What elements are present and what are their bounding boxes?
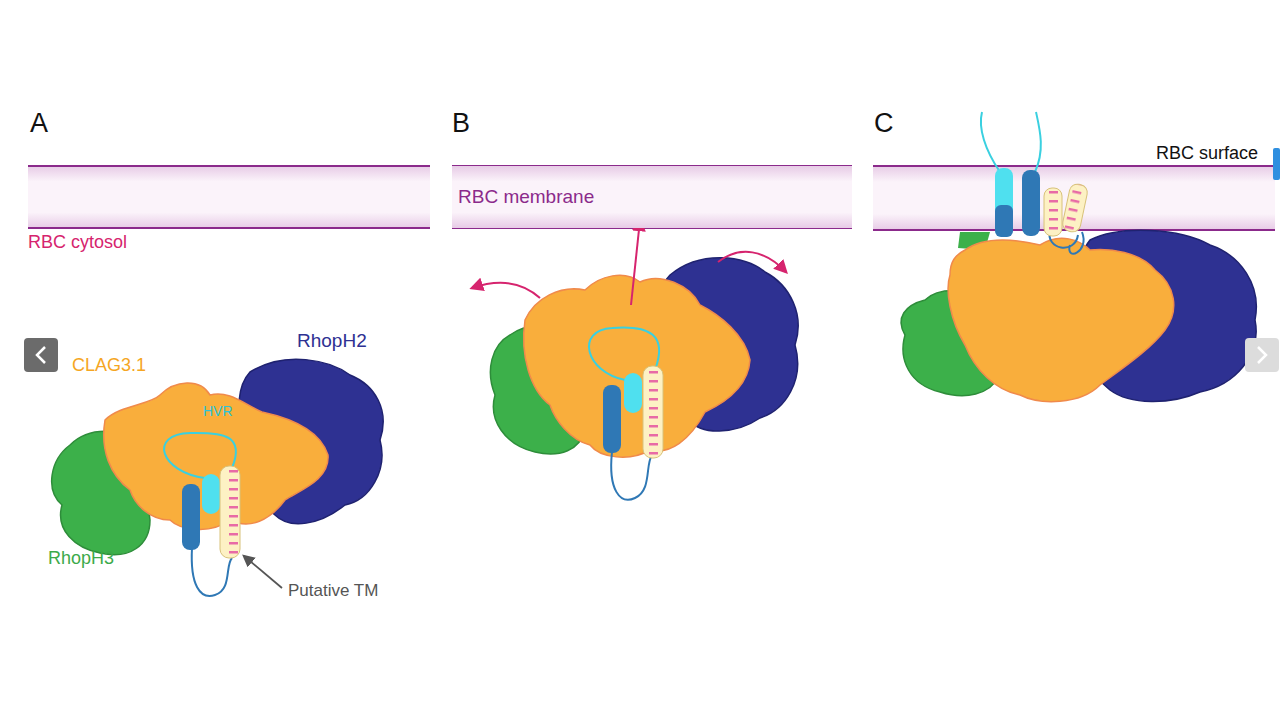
region-label: RBC cytosol [28, 232, 127, 253]
complex-b [472, 220, 798, 500]
membrane-band: RBC membrane [452, 166, 852, 228]
panel-letter: A [30, 108, 48, 139]
region-label: HVR [203, 403, 233, 419]
annotation-label: Putative TM [288, 581, 378, 601]
membrane-band [28, 166, 1275, 230]
protein-label: RhopH2 [297, 330, 367, 352]
panel-letter: B [452, 108, 470, 139]
protein-label: RhopH3 [48, 548, 114, 569]
region-label: RBC surface [1156, 143, 1258, 164]
membrane-label: RBC membrane [458, 186, 846, 208]
nav-button [24, 148, 1280, 372]
leader-line [244, 556, 282, 588]
panel-letter: C [874, 108, 894, 139]
protein-label: CLAG3.1 [72, 355, 146, 376]
